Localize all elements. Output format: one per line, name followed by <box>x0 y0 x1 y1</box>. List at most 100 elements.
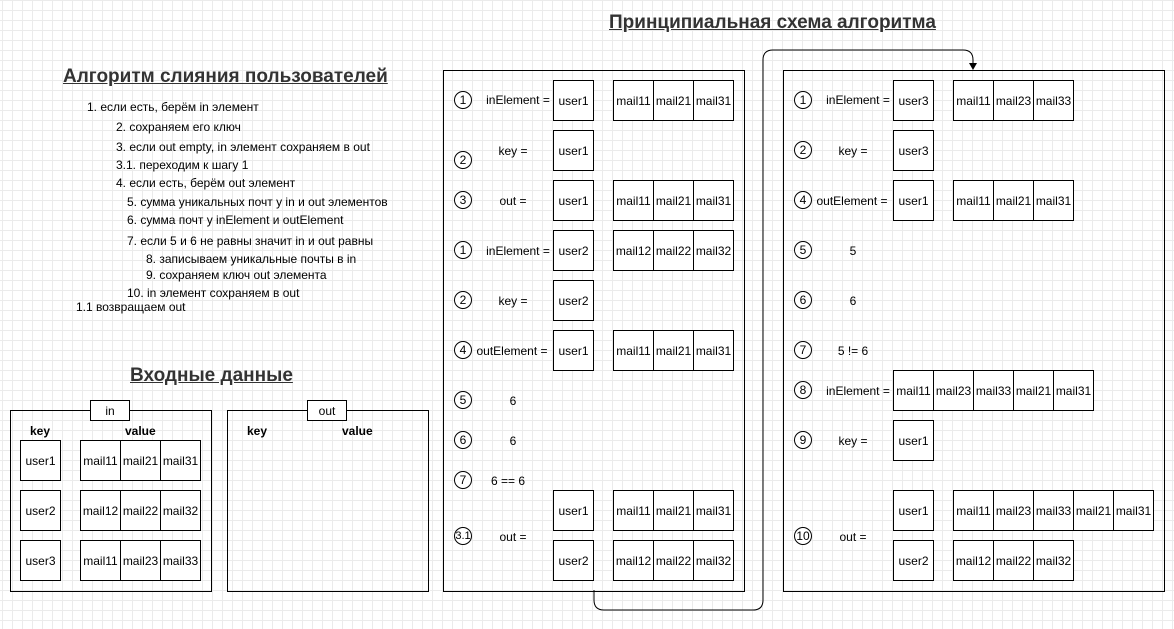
step-number: 8 <box>794 381 812 399</box>
key-cell: user1 <box>893 420 934 461</box>
mail-cell: mail11 <box>953 490 994 531</box>
in-key-cell: user2 <box>20 490 61 531</box>
algorithm-step: 9. сохраняем ключ out элемента <box>146 268 327 282</box>
mail-cell: mail12 <box>953 540 994 581</box>
algorithm-step: 1. если есть, берём in элемент <box>87 100 259 114</box>
step-value: 6 <box>849 294 857 308</box>
algorithm-step: 3. если out empty, in элемент сохраняем … <box>116 140 370 154</box>
algorithm-step: 10. in элемент сохраняем в out <box>127 286 300 300</box>
step-number: 6 <box>794 291 812 309</box>
algorithm-step: 3.1. переходим к шагу 1 <box>116 158 249 172</box>
step-value: 5 != 6 <box>837 344 869 358</box>
row-label: key = <box>838 434 868 448</box>
key-cell: user1 <box>553 180 594 221</box>
step-number: 5 <box>454 391 472 409</box>
step-number: 1 <box>454 91 472 109</box>
key-cell: user3 <box>893 80 934 121</box>
row-label: inElement = <box>486 244 550 258</box>
mail-cell: mail32 <box>1033 540 1074 581</box>
mail-cell: mail21 <box>1073 490 1114 531</box>
row-label: key = <box>498 294 528 308</box>
mail-cell: mail31 <box>1033 180 1074 221</box>
mail-cell: mail11 <box>613 490 654 531</box>
row-label: key = <box>498 144 528 158</box>
algorithm-step: 4. если есть, берём out элемент <box>116 176 296 190</box>
key-cell: user2 <box>553 280 594 321</box>
mail-cell: mail21 <box>653 490 694 531</box>
mail-cell: mail31 <box>693 80 734 121</box>
key-cell: user1 <box>893 490 934 531</box>
key-cell: user2 <box>553 230 594 271</box>
in-mail-cell: mail23 <box>120 540 161 581</box>
in-key-cell: user1 <box>20 440 61 481</box>
mail-cell: mail23 <box>993 490 1034 531</box>
mail-cell: mail21 <box>653 180 694 221</box>
step-number: 7 <box>454 471 472 489</box>
algorithm-step: 7. если 5 и 6 не равны значит in и out р… <box>127 234 374 248</box>
in-mail-cell: mail21 <box>120 440 161 481</box>
mail-cell: mail11 <box>953 80 994 121</box>
row-label: inElement = <box>826 384 890 398</box>
step-value: 6 == 6 <box>490 474 526 488</box>
in-mail-cell: mail12 <box>80 490 121 531</box>
in-label: in <box>90 400 130 421</box>
row-label: out = <box>499 530 527 544</box>
mail-cell: mail21 <box>1013 370 1054 411</box>
key-cell: user1 <box>553 330 594 371</box>
mail-cell: mail21 <box>653 330 694 371</box>
step-number: 2 <box>454 291 472 309</box>
step-number: 7 <box>794 341 812 359</box>
mail-cell: mail11 <box>613 80 654 121</box>
algorithm-step: 5. сумма уникальных почт у in и out элем… <box>127 195 388 209</box>
mail-cell: mail31 <box>693 490 734 531</box>
step-number: 5 <box>794 241 812 259</box>
mail-cell: mail31 <box>693 330 734 371</box>
algorithm-step: 8. записываем уникальные почты в in <box>146 252 357 266</box>
mail-cell: mail23 <box>993 80 1034 121</box>
key-cell: user1 <box>553 80 594 121</box>
mail-cell: mail22 <box>653 230 694 271</box>
mail-cell: mail11 <box>613 330 654 371</box>
key-cell: user3 <box>893 130 934 171</box>
input-title: Входные данные <box>130 365 293 386</box>
in-mail-cell: mail33 <box>160 540 201 581</box>
key-cell: user1 <box>553 490 594 531</box>
scheme-panel-2 <box>783 70 1165 592</box>
key-cell: user2 <box>893 540 934 581</box>
mail-cell: mail21 <box>993 180 1034 221</box>
row-label: key = <box>838 144 868 158</box>
row-label: outElement = <box>476 344 548 358</box>
mail-cell: mail33 <box>1033 80 1074 121</box>
in-mail-cell: mail11 <box>80 440 121 481</box>
step-value: 5 <box>849 244 857 258</box>
mail-cell: mail11 <box>893 370 934 411</box>
step-number: 3.1 <box>454 527 472 545</box>
step-number: 1 <box>454 241 472 259</box>
step-number: 3 <box>454 191 472 209</box>
key-header: key <box>247 424 268 438</box>
in-mail-cell: mail31 <box>160 440 201 481</box>
row-label: outElement = <box>816 194 888 208</box>
step-number: 4 <box>794 191 812 209</box>
out-label: out <box>307 400 347 421</box>
algorithm-step: 2. сохраняем его ключ <box>116 120 241 134</box>
in-mail-cell: mail32 <box>160 490 201 531</box>
step-number: 9 <box>794 431 812 449</box>
step-value: 6 <box>509 434 517 448</box>
mail-cell: mail31 <box>1053 370 1094 411</box>
mail-cell: mail12 <box>613 230 654 271</box>
mail-cell: mail23 <box>933 370 974 411</box>
value-header: value <box>125 424 156 438</box>
value-header: value <box>342 424 373 438</box>
row-label: inElement = <box>486 93 550 107</box>
scheme-panel-1 <box>443 70 745 592</box>
algorithm-title: Алгоритм слияния пользователей <box>63 66 388 87</box>
step-number: 1 <box>794 91 812 109</box>
mail-cell: mail11 <box>953 180 994 221</box>
row-label: out = <box>839 530 867 544</box>
mail-cell: mail22 <box>653 540 694 581</box>
mail-cell: mail21 <box>653 80 694 121</box>
mail-cell: mail33 <box>1033 490 1074 531</box>
in-key-cell: user3 <box>20 540 61 581</box>
mail-cell: mail12 <box>613 540 654 581</box>
